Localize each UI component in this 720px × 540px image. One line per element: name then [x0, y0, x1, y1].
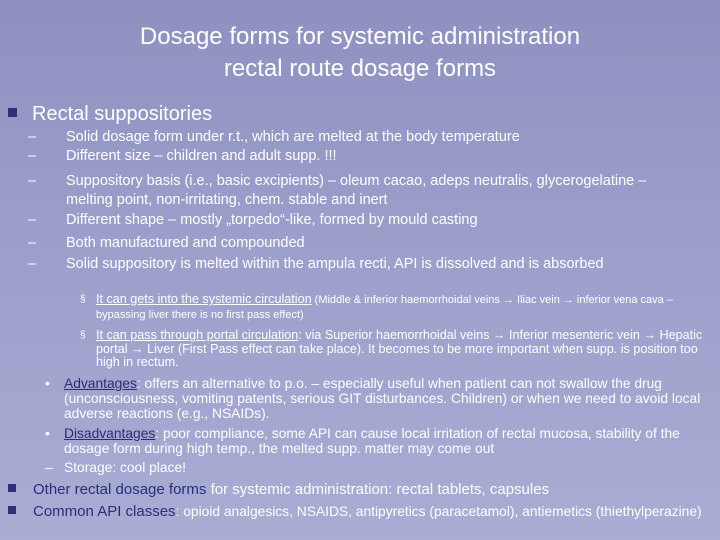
dash-bullet-icon: – [28, 173, 37, 189]
small-square-bullet-icon: § [80, 294, 86, 305]
list-item: – Different shape – mostly „torpedo“-lik… [28, 212, 478, 228]
dot-bullet-icon: • [45, 376, 50, 391]
storage-item: – Storage: cool place! [45, 460, 712, 475]
dash-bullet-icon: – [28, 235, 37, 251]
slide-title: Dosage forms for systemic administration… [0, 21, 720, 85]
circulation-item-portal: § It can pass through portal circulation… [80, 328, 703, 370]
dash-bullet-icon: – [28, 212, 37, 228]
dash-bullet-icon: – [28, 256, 37, 272]
disadvantages-label: Disadvantages [64, 426, 156, 441]
square-bullet-icon [8, 484, 16, 493]
other-forms-highlight: Other rectal dosage forms [33, 481, 207, 498]
api-classes-highlight: Common API classes [33, 503, 176, 520]
storage-text: Storage: cool place! [64, 460, 186, 475]
title-line-2: rectal route dosage forms [223, 55, 497, 82]
square-bullet-icon [8, 108, 17, 118]
list-item: – Solid suppository is melted within the… [28, 256, 604, 272]
portal-circulation-link: It can pass through portal circulation [96, 328, 299, 342]
advantages-item: • Advantages: offers an alternative to p… [45, 376, 701, 422]
dash-bullet-icon: – [28, 148, 37, 164]
dot-bullet-icon: • [45, 426, 50, 441]
list-item: – Suppository basis (i.e., basic excipie… [28, 173, 647, 208]
rectal-heading: Rectal suppositories [32, 103, 213, 125]
list-item: – Different size – children and adult su… [28, 148, 337, 164]
circulation-item-systemic: § It can gets into the systemic circulat… [80, 292, 673, 321]
small-square-bullet-icon: § [80, 330, 86, 341]
bullet-rectal-suppositories: Rectal suppositories [8, 102, 212, 126]
list-item: – Solid dosage form under r.t., which ar… [28, 129, 520, 145]
square-bullet-icon [8, 506, 16, 515]
disadvantages-item: • Disadvantages: poor compliance, some A… [45, 426, 680, 457]
advantages-label: Advantages [64, 376, 137, 391]
bullet-api-classes: Common API classes: opioid analgesics, N… [8, 503, 708, 521]
dash-bullet-icon: – [45, 460, 53, 475]
bullet-other-forms: Other rectal dosage forms for systemic a… [8, 481, 549, 499]
list-item: – Both manufactured and compounded [28, 235, 305, 251]
dash-bullet-icon: – [28, 129, 37, 145]
systemic-circulation-link: It can gets into the systemic circulatio… [96, 292, 312, 306]
title-line-1: Dosage forms for systemic administration [139, 23, 581, 50]
